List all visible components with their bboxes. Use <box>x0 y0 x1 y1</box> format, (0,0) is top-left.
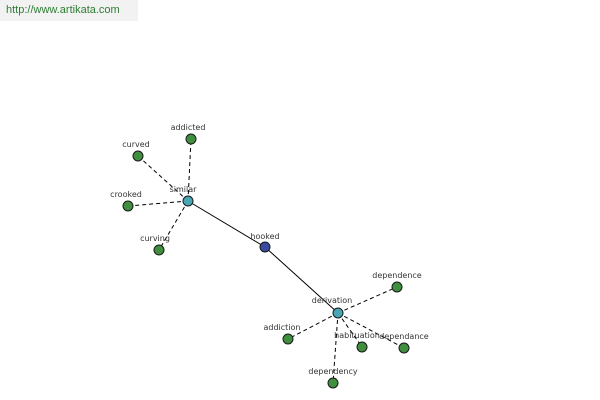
node-addiction[interactable] <box>282 333 294 345</box>
node-dependence[interactable] <box>391 281 403 293</box>
edge-derivation-dependance <box>337 312 405 349</box>
node-similar[interactable] <box>182 195 194 207</box>
edge-derivation-addiction <box>287 312 339 340</box>
edge-similar-crooked <box>127 200 189 207</box>
node-dependance[interactable] <box>398 342 410 354</box>
edge-hooked-derivation <box>264 246 339 314</box>
node-crooked[interactable] <box>122 200 134 212</box>
edge-similar-curved <box>137 155 189 202</box>
node-label-addiction[interactable]: addiction <box>263 323 300 332</box>
node-derivation[interactable] <box>332 307 344 319</box>
site-url-label[interactable]: http://www.artikata.com <box>0 0 138 21</box>
node-label-addicted[interactable]: addicted <box>171 123 206 132</box>
node-label-dependency[interactable]: dependency <box>308 367 358 376</box>
node-label-curving[interactable]: curving <box>140 234 170 243</box>
labels-layer: hooked similar derivation addicted curved cro… <box>110 123 429 376</box>
edge-derivation-dependency <box>332 312 339 384</box>
node-curving[interactable] <box>153 244 165 256</box>
node-hooked[interactable] <box>259 241 271 253</box>
node-addicted[interactable] <box>185 133 197 145</box>
node-dependency[interactable] <box>327 377 339 389</box>
node-label-hooked[interactable]: hooked <box>250 232 279 241</box>
node-curved[interactable] <box>132 150 144 162</box>
node-label-similar[interactable]: similar <box>170 185 198 194</box>
edge-derivation-habituation <box>337 312 363 348</box>
edge-similar-addicted <box>187 138 192 202</box>
edge-similar-curving <box>158 200 189 251</box>
node-label-dependence[interactable]: dependence <box>372 271 422 280</box>
node-label-habituation[interactable]: habituation <box>334 331 380 340</box>
node-label-derivation[interactable]: derivation <box>312 296 352 305</box>
node-label-crooked[interactable]: crooked <box>110 190 142 199</box>
edge-derivation-dependence <box>337 286 398 314</box>
node-label-curved[interactable]: curved <box>122 140 150 149</box>
edges-layer <box>127 138 405 384</box>
nodes-layer <box>122 133 410 389</box>
node-habituation[interactable] <box>356 341 368 353</box>
node-label-dependance[interactable]: dependance <box>379 332 429 341</box>
edge-hooked-similar <box>187 200 266 248</box>
